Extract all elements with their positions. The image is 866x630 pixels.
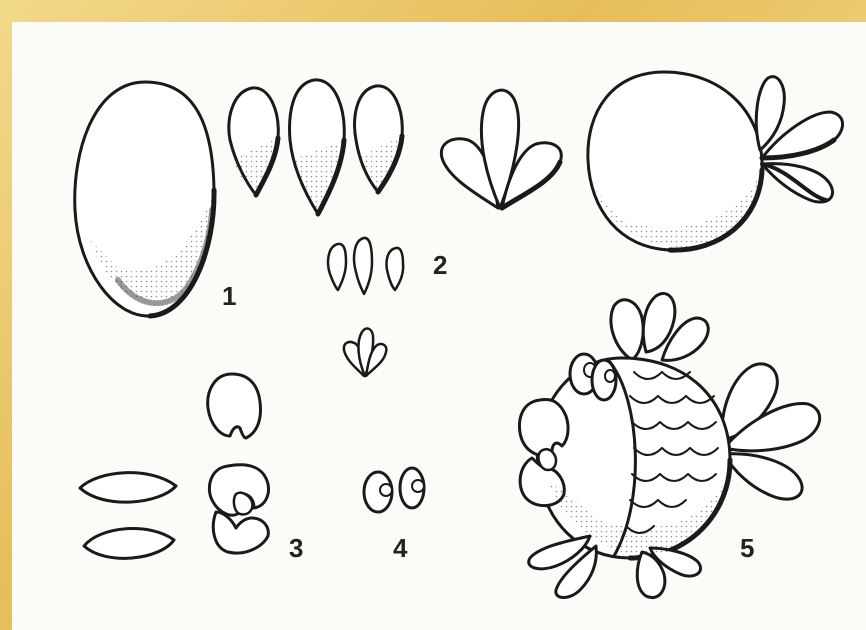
step3-lip-shapes: [208, 374, 269, 553]
step2-small-fan: [344, 329, 386, 376]
step-label-5: 5: [740, 533, 754, 564]
step-label-1: 1: [222, 281, 236, 312]
step2-small-drops: [328, 238, 403, 294]
step4-eye-shapes: [364, 468, 424, 512]
step-label-3: 3: [289, 533, 303, 564]
step-label-2: 2: [433, 250, 447, 281]
step1-fan-shape: [441, 90, 561, 208]
step3-side-fins: [80, 473, 176, 559]
step-label-4: 4: [393, 533, 407, 564]
step5-finished-fish: [519, 293, 819, 597]
